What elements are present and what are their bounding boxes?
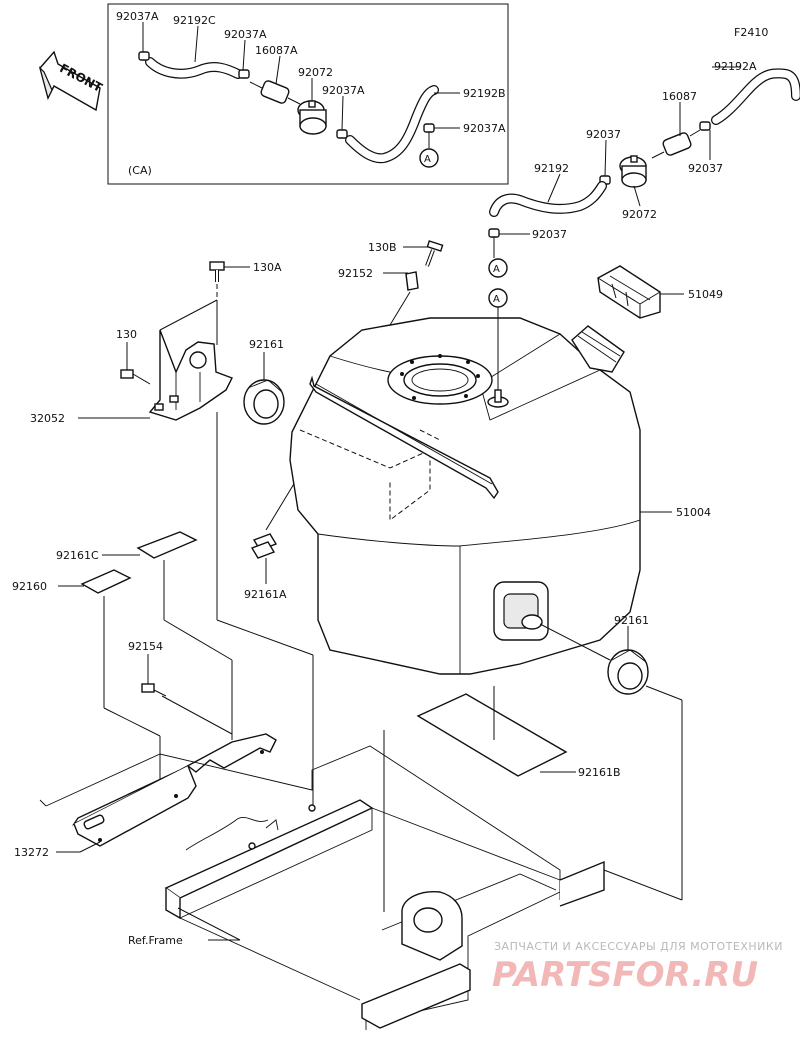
label-92161c: 92161C: [56, 549, 99, 562]
inset-clamp-92037a-1: [138, 51, 150, 61]
bolt-130b: [425, 240, 444, 267]
pad-92161c: [136, 531, 198, 559]
callout-a-tank: A: [488, 288, 508, 390]
canister-92072: [619, 155, 647, 188]
clamp-92037-right: [699, 121, 711, 131]
bracket-13272: [71, 733, 277, 847]
label-ref-frame: Ref.Frame: [128, 934, 183, 947]
callout-a-upper: A: [488, 258, 508, 278]
label-16087a: 16087A: [255, 44, 298, 57]
label-92154: 92154: [128, 640, 163, 653]
label-92192: 92192: [534, 162, 569, 175]
label-92152: 92152: [338, 267, 373, 280]
label-92192b: 92192B: [463, 87, 506, 100]
inset-variant-label: (CA): [128, 164, 152, 177]
inset-hose-92192b: [345, 85, 439, 164]
label-92037-right: 92037: [688, 162, 723, 175]
label-92161-left: 92161: [249, 338, 284, 351]
svg-text:A: A: [493, 294, 500, 305]
figure-code: F2410: [734, 26, 768, 39]
front-arrow-icon: FRONT: [38, 50, 105, 112]
bracket-32052: [148, 329, 233, 421]
fuel-tank-51004: [289, 317, 641, 675]
label-92037a-2: 92037A: [224, 28, 267, 41]
pad-92161b: [416, 693, 568, 777]
hose-92192a: [711, 68, 800, 125]
label-51004: 51004: [676, 506, 711, 519]
svg-text:A: A: [493, 264, 500, 275]
inset-clamp-92037a-3: [336, 129, 348, 139]
label-92161-right: 92161: [614, 614, 649, 627]
label-92037-lower: 92037: [532, 228, 567, 241]
bolt-130a: [209, 261, 225, 282]
label-92161a: 92161A: [244, 588, 287, 601]
bolt-130: [120, 369, 151, 385]
tank-cap-51049: [597, 265, 661, 319]
inset-callout-a: A: [419, 148, 439, 168]
watermark-brand: PARTSFOR.RU: [492, 955, 758, 995]
label-92037-mid: 92037: [586, 128, 621, 141]
reference-frame: [39, 730, 605, 1030]
pad-92160: [80, 569, 132, 594]
grommet-92152: [405, 271, 419, 291]
inset-canister-92072: [297, 100, 327, 135]
label-16087: 16087: [662, 90, 697, 103]
label-92161b: 92161B: [578, 766, 621, 779]
label-92037a-4: 92037A: [463, 122, 506, 135]
inset-filter-16087a: [249, 80, 301, 105]
grommet-92161-right: [607, 649, 649, 695]
watermark-tagline: ЗАПЧАСТИ И АКСЕССУАРЫ ДЛЯ МОТОТЕХНИКИ: [494, 940, 783, 953]
pad-92161a: [250, 533, 278, 559]
label-92037a-3: 92037A: [322, 84, 365, 97]
clamp-92037-lower: [488, 228, 500, 258]
grommet-92161-left: [243, 379, 285, 425]
label-130: 130: [116, 328, 137, 341]
label-130a: 130A: [253, 261, 282, 274]
label-13272: 13272: [14, 846, 49, 859]
bolt-92154: [141, 683, 167, 697]
inset-clamp-92037a-4: [423, 123, 435, 148]
svg-text:A: A: [424, 154, 431, 165]
label-92037a-1: 92037A: [116, 10, 159, 23]
label-92192a: 92192A: [714, 60, 757, 73]
filter-16087: [651, 129, 701, 159]
inset-hose-92192c: [145, 57, 243, 79]
label-32052: 32052: [30, 412, 65, 425]
label-92072: 92072: [622, 208, 657, 221]
hose-92192: [489, 181, 607, 217]
inset-clamp-92037a-2: [238, 69, 250, 79]
inset-ca-box: [107, 3, 509, 185]
label-51049: 51049: [688, 288, 723, 301]
label-92072-inset: 92072: [298, 66, 333, 79]
label-130b: 130B: [368, 241, 397, 254]
tank-strap: [309, 375, 499, 500]
label-92160: 92160: [12, 580, 47, 593]
label-92192c: 92192C: [173, 14, 216, 27]
